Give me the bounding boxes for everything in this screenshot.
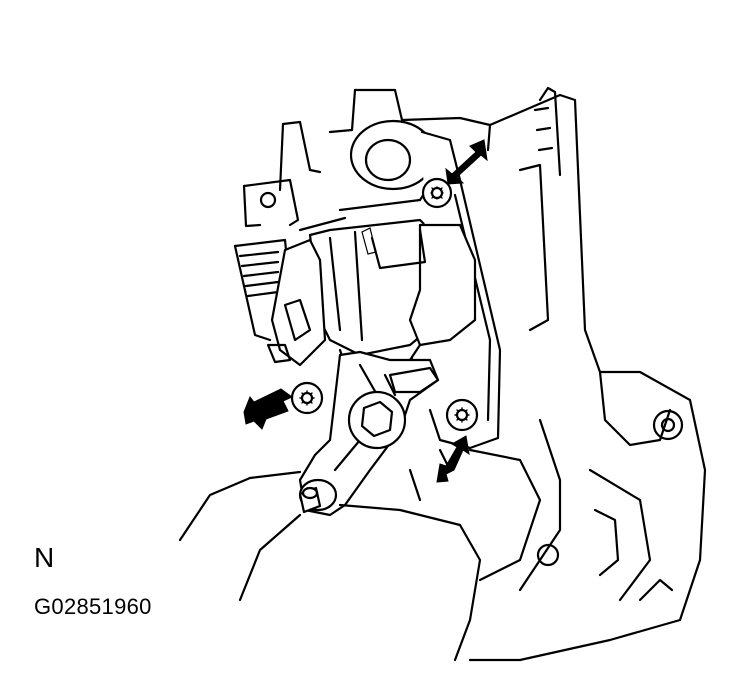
black-arrow-icon	[436, 435, 470, 483]
actuator-plate	[298, 130, 502, 450]
lower-housing	[178, 448, 482, 662]
sensor-block	[266, 238, 327, 367]
valve-cylinder	[308, 119, 442, 377]
orientation-letter: N	[34, 542, 55, 573]
black-arrow-icon	[243, 388, 293, 430]
black-arrow-icon	[445, 139, 488, 185]
bolt-lower-right	[445, 398, 479, 432]
upper-housing	[233, 88, 492, 342]
bolt-left	[290, 381, 324, 415]
figure-code: G02851960	[34, 594, 152, 619]
bolt-upper	[421, 177, 453, 209]
callout-arrows	[243, 139, 488, 483]
engine-casting	[468, 86, 707, 662]
lever-arm	[298, 350, 440, 517]
